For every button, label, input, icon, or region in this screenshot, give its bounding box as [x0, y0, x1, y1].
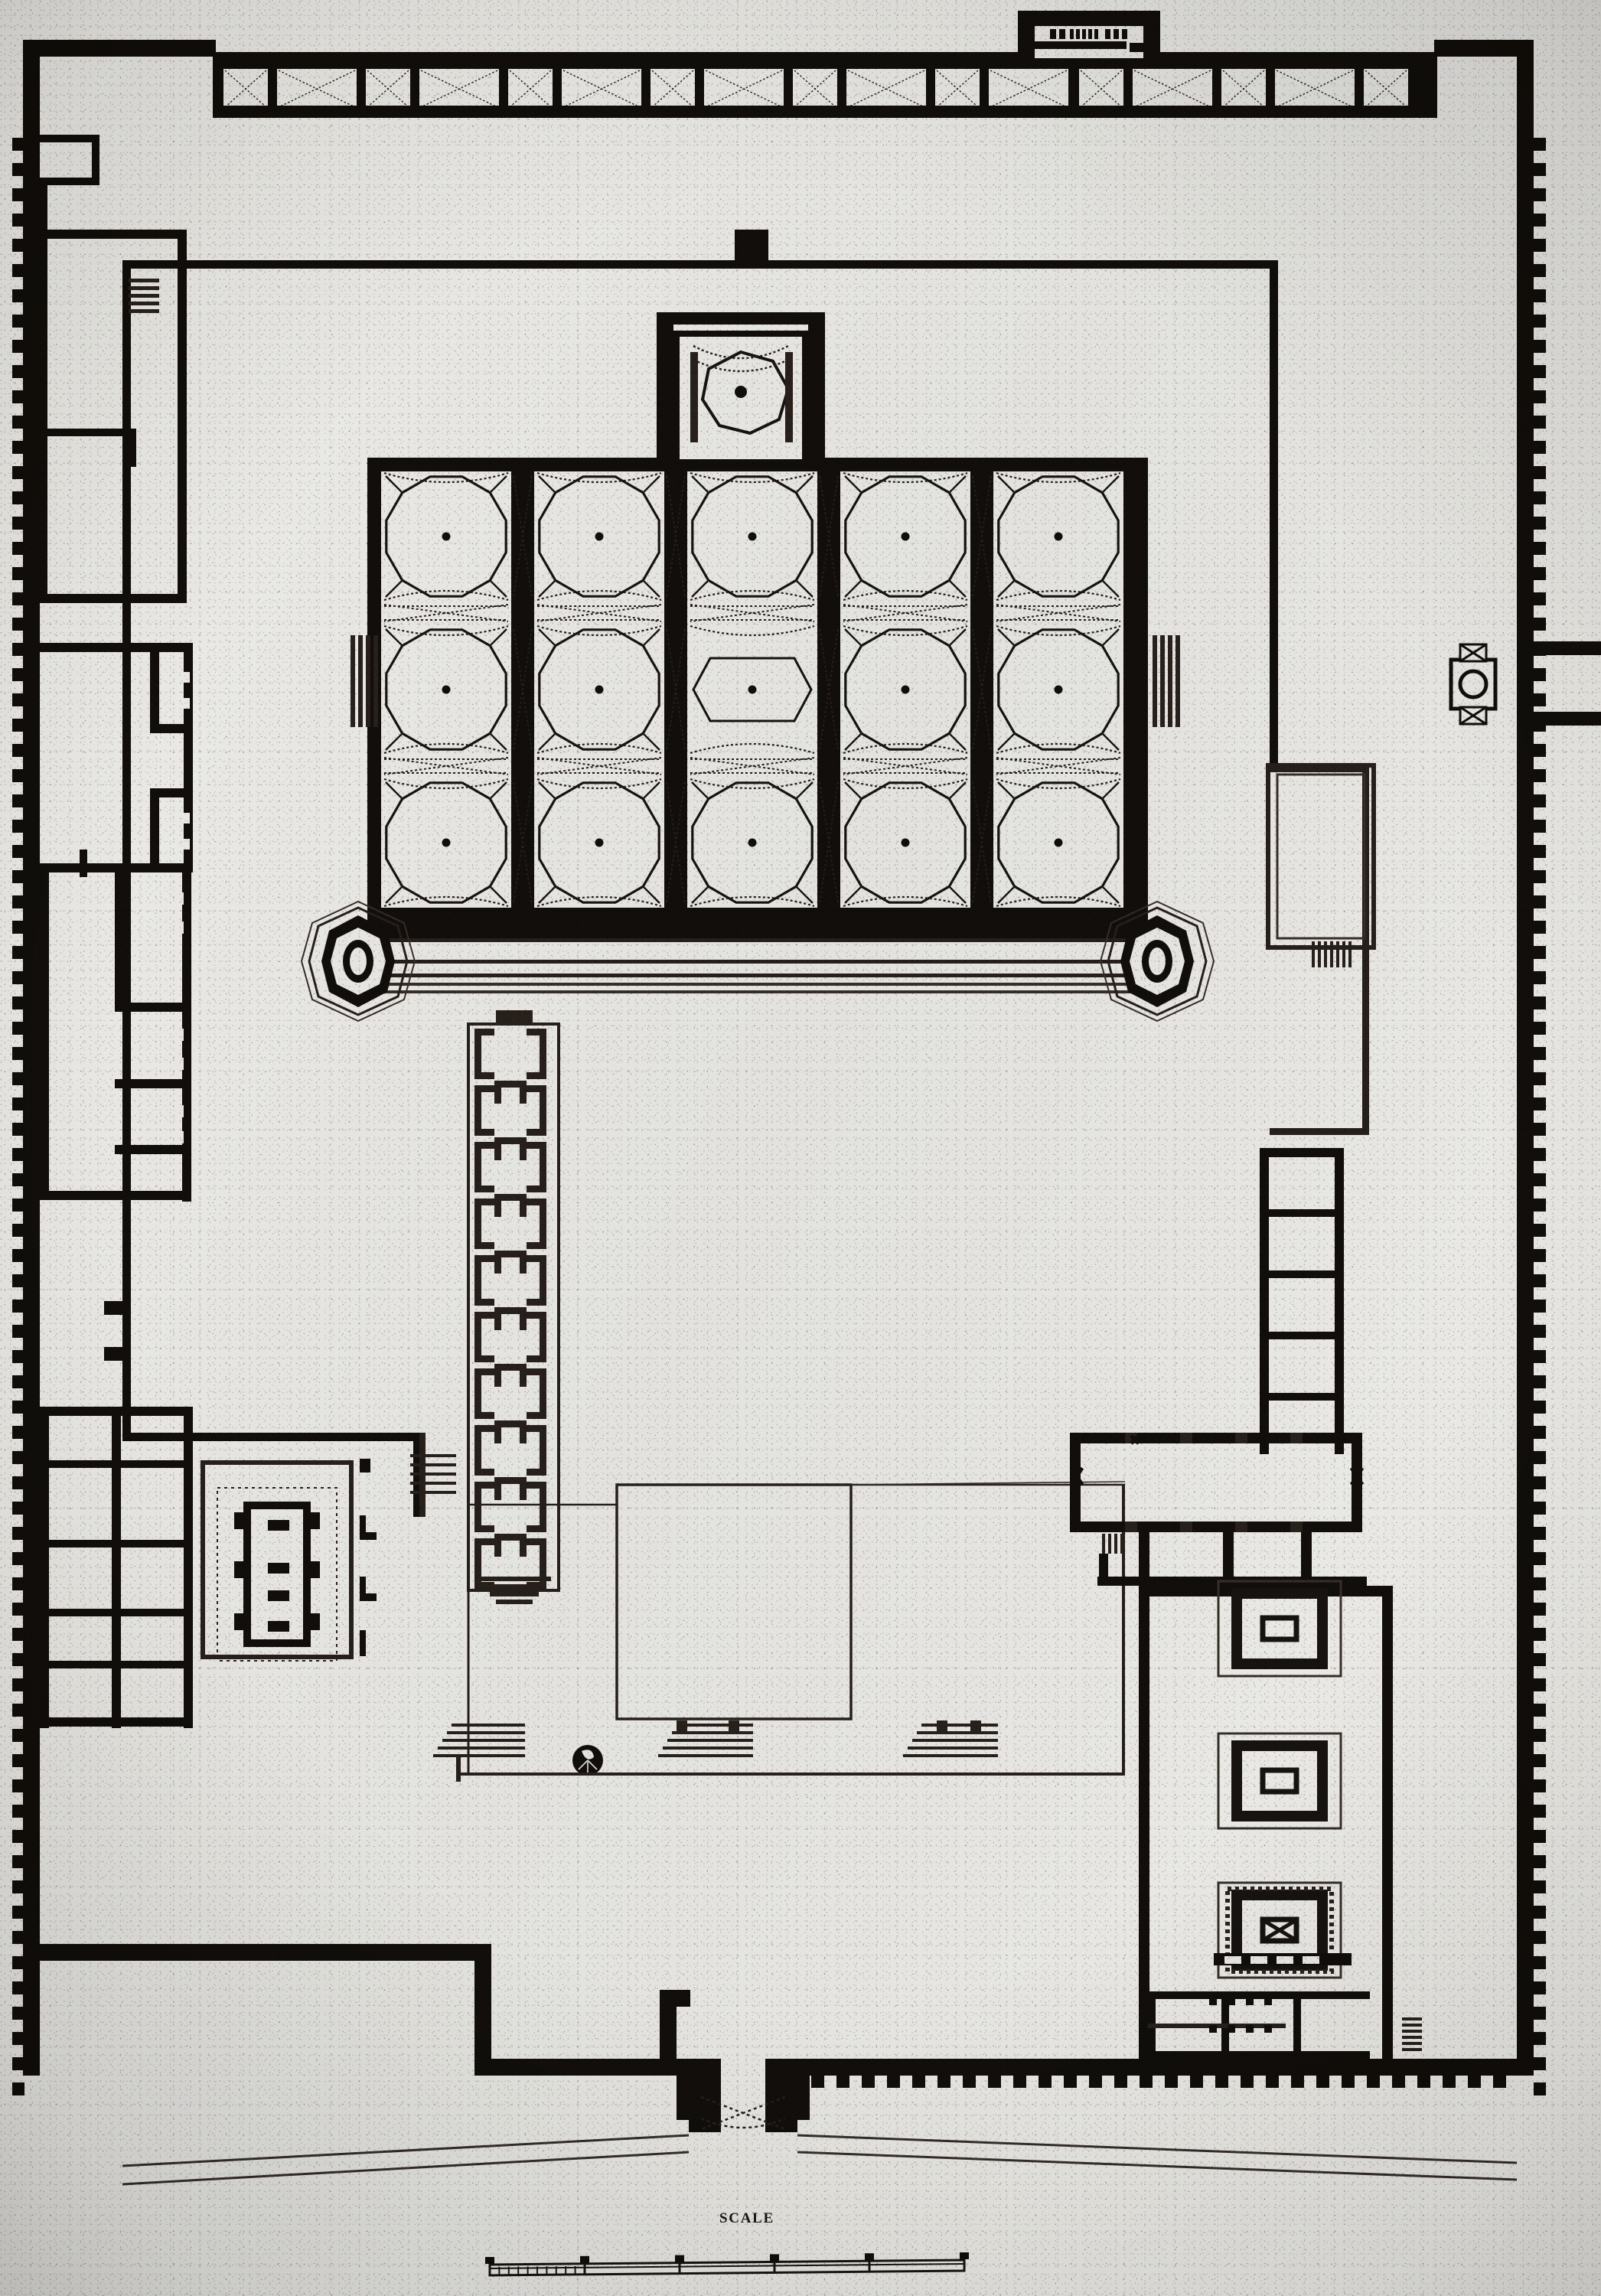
wall-crenellation — [12, 138, 1546, 2095]
north-gateway — [1018, 11, 1160, 69]
mihrab-projection — [657, 312, 825, 462]
cenotaph-enclosure — [1217, 1580, 1342, 1678]
dome-bay — [687, 778, 817, 908]
dome-bay — [381, 625, 511, 755]
scale-bar-label: Scale — [719, 2210, 774, 2226]
enclosure-wall — [23, 40, 1534, 2076]
dome-bay — [993, 471, 1123, 602]
minaret-base-west — [300, 900, 416, 1022]
dome-bay — [993, 625, 1123, 755]
dome-bay — [534, 471, 664, 602]
dome-bay — [534, 778, 664, 908]
dome-bay — [840, 471, 970, 602]
prayer-hall-side-projections — [351, 635, 1180, 727]
cenotaph-enclosure — [1217, 1732, 1342, 1830]
dome-bay — [687, 471, 817, 602]
west-colonnade — [467, 1010, 560, 1604]
dome-bay — [381, 471, 511, 602]
west-cell-complex — [40, 1301, 193, 1728]
west-ablution-pavilion — [201, 1459, 377, 1662]
northeast-tank — [1266, 763, 1376, 950]
courtyard-steps — [410, 1433, 998, 1782]
southeast-rooms — [1148, 1953, 1422, 2076]
south-main-gateway — [122, 2059, 1518, 2186]
cenotaph-enclosures — [1217, 1580, 1342, 1979]
dome-bay — [840, 625, 970, 755]
scale-bar — [485, 2252, 969, 2277]
northwest-corner-chamber — [40, 135, 187, 877]
dome-bay — [840, 778, 970, 908]
courtyard-central-platform — [456, 1481, 1126, 1776]
south-terrace — [1097, 1534, 1148, 1609]
prayer-hall — [300, 312, 1215, 1022]
dome-bay — [993, 778, 1123, 908]
west-inner-range — [40, 643, 193, 1202]
minaret-base-east — [1099, 900, 1215, 1022]
prayer-hall-plinth — [360, 938, 1156, 993]
east-gateway-pavilion — [1449, 641, 1601, 726]
dome-bay — [534, 625, 664, 755]
north-wall-chambers — [213, 52, 1437, 118]
dome-bay — [687, 625, 817, 755]
dome-bay — [381, 778, 511, 908]
